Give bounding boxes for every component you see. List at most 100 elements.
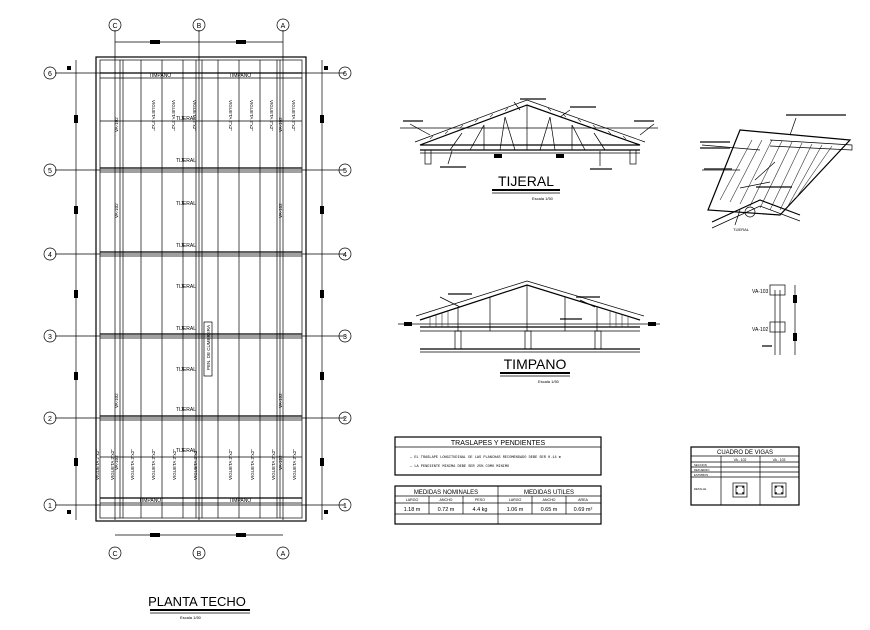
value-cell: 0.69 m² <box>574 507 593 513</box>
traslapes-table: TRASLAPES Y PENDIENTES — EL TRASLAPE LON… <box>394 436 602 476</box>
svg-text:2: 2 <box>48 416 52 423</box>
svg-text:C: C <box>112 551 117 558</box>
medidas-table: MEDIDAS NOMINALES MEDIDAS UTILES LARGO A… <box>394 485 602 525</box>
svg-text:C: C <box>112 23 117 30</box>
svg-text:A: A <box>281 23 286 30</box>
svg-text:VA - 102: VA - 102 <box>734 458 747 462</box>
vigueta-labels-top: VIGUETA 2"x2" VIGUETA 2"x2" VIGUETA 2"x2… <box>151 100 296 131</box>
svg-text:VIGUETA 2"x2": VIGUETA 2"x2" <box>130 449 135 480</box>
svg-text:VIGUETA 2"x2": VIGUETA 2"x2" <box>172 449 177 480</box>
svg-text:SECCION: SECCION <box>694 463 707 467</box>
header-cell: LARGO <box>509 498 522 502</box>
svg-text:2: 2 <box>343 416 347 423</box>
svg-text:VIGUETA 2"x2": VIGUETA 2"x2" <box>292 449 297 480</box>
header-cell: AREA <box>578 498 588 502</box>
svg-text:VIGUETA 2"x2": VIGUETA 2"x2" <box>250 449 255 480</box>
tijeral-title: TIJERAL <box>498 173 554 189</box>
timpano-elevation: TIMPANO Escala 1/50 <box>398 280 660 384</box>
value-cell: 1.18 m <box>404 507 421 513</box>
timpano-label-top-right: TIMPANO <box>229 73 252 79</box>
svg-text:VA-102: VA-102 <box>114 203 119 218</box>
va-labels: VA-102 VA-102 VA-102 VA-102 VA-102 VA-10… <box>114 117 283 470</box>
plan-scale: Escala 1/50 <box>180 615 202 620</box>
svg-text:VA-102: VA-102 <box>278 203 283 218</box>
svg-text:VIGUETA 2"x2": VIGUETA 2"x2" <box>228 449 233 480</box>
timpano-label-bottom-right: TIMPANO <box>229 498 252 504</box>
tijeral-scale: Escala 1/50 <box>532 196 554 201</box>
svg-text:VIGUETA 2"x2": VIGUETA 2"x2" <box>95 449 100 480</box>
svg-text:B: B <box>197 23 202 30</box>
timpano-label-top-left: TIMPANO <box>149 73 172 79</box>
axis-bubble-c-top: C <box>108 18 122 520</box>
tijeral-elevation: TIJERAL Escala 1/50 <box>400 98 658 201</box>
svg-text:VIGUETA 2"x2": VIGUETA 2"x2" <box>151 449 156 480</box>
traslapes-line-1: — EL TRASLAPE LONGITUDINAL DE LAS PLANCH… <box>409 456 561 460</box>
value-cell: 4.4 kg <box>473 507 488 513</box>
svg-text:VA-102: VA-102 <box>278 455 283 470</box>
svg-text:4: 4 <box>343 252 347 259</box>
svg-text:VIGUETA 2"x2": VIGUETA 2"x2" <box>193 449 198 480</box>
value-cell: 0.65 m <box>541 507 558 513</box>
vigas-title: CUADRO DE VIGAS <box>717 450 773 456</box>
svg-text:VIGUETA 2"x2": VIGUETA 2"x2" <box>249 100 254 131</box>
traslapes-title: TRASLAPES Y PENDIENTES <box>451 440 546 447</box>
axis-bubble-a-bottom: A <box>276 546 290 560</box>
header-cell: LARGO <box>406 498 419 502</box>
tijeral-label: TIJERAL <box>176 448 196 454</box>
traslapes-line-2: — LA PENDIENTE MINIMA DEBE SER 25% COMO … <box>409 465 509 469</box>
roof-outline <box>95 56 307 522</box>
plan-title: PLANTA TECHO <box>148 594 246 609</box>
svg-text:1: 1 <box>48 503 52 510</box>
svg-text:VA-102: VA-102 <box>278 393 283 408</box>
timpano-title: TIMPANO <box>504 356 567 372</box>
ridge-label: PEN. DE CUMBRERA <box>206 325 211 370</box>
utiles-title: MEDIDAS UTILES <box>524 490 574 496</box>
isometric-detail: TIJERAL <box>700 114 853 232</box>
axis-bubble-b-top: B <box>192 18 206 520</box>
roof-plan: C B A C B A <box>43 18 352 620</box>
svg-text:VIGUETA 2"x2": VIGUETA 2"x2" <box>271 449 276 480</box>
svg-text:6: 6 <box>48 71 52 78</box>
axis-bubble-b-bottom: B <box>192 546 206 560</box>
svg-text:VA-102: VA-102 <box>114 393 119 408</box>
viguetas <box>119 60 281 518</box>
tijeral-label: TIJERAL <box>176 407 196 413</box>
value-cell: 1.06 m <box>507 507 524 513</box>
tijeral-label: TIJERAL <box>176 158 196 164</box>
svg-text:5: 5 <box>48 168 52 175</box>
header-cell: ANCHO <box>440 498 453 502</box>
vigueta-labels-bottom: VIGUETA 2"x2" VIGUETA 2"x2" VIGUETA 2"x2… <box>95 449 297 480</box>
vigas-table: CUADRO DE VIGAS VA - 102 VA - 103 SECCIO… <box>690 446 800 506</box>
svg-text:A: A <box>281 551 286 558</box>
timpano-label-bottom-left: TIMPANO <box>139 498 162 504</box>
detail-tag: TIJERAL <box>733 227 750 232</box>
svg-text:3: 3 <box>343 334 347 341</box>
tijeral-lines <box>100 72 302 504</box>
header-cell: ANCHO <box>543 498 556 502</box>
axis-bubble-c-bottom: C <box>108 546 122 560</box>
svg-text:4: 4 <box>48 252 52 259</box>
nominales-title: MEDIDAS NOMINALES <box>414 490 478 496</box>
svg-text:VIGUETA 2"x2": VIGUETA 2"x2" <box>291 100 296 131</box>
tijeral-label: TIJERAL <box>176 284 196 290</box>
svg-text:VA-102: VA-102 <box>278 117 283 132</box>
section-tag-1: VA-103 <box>752 289 769 295</box>
svg-text:VIGUETA 2"x2": VIGUETA 2"x2" <box>110 449 115 480</box>
svg-text:5: 5 <box>343 168 347 175</box>
svg-text:6: 6 <box>343 71 347 78</box>
section-tag-2: VA-102 <box>752 327 769 333</box>
tijeral-label: TIJERAL <box>176 326 196 332</box>
svg-text:VA-102: VA-102 <box>114 117 119 132</box>
svg-text:B: B <box>197 551 202 558</box>
svg-text:VA-102: VA-102 <box>114 455 119 470</box>
header-cell: PESO <box>475 498 485 502</box>
svg-text:3: 3 <box>48 334 52 341</box>
svg-text:VIGUETA 2"x2": VIGUETA 2"x2" <box>192 100 197 131</box>
svg-text:VA - 103: VA - 103 <box>773 458 786 462</box>
svg-text:VIGUETA 2"x2": VIGUETA 2"x2" <box>269 100 274 131</box>
svg-text:REFUERZO: REFUERZO <box>694 468 710 472</box>
tijeral-label: TIJERAL <box>176 243 196 249</box>
axis-bubble-a-top: A <box>276 18 290 520</box>
svg-text:VIGUETA 2"x2": VIGUETA 2"x2" <box>228 100 233 131</box>
